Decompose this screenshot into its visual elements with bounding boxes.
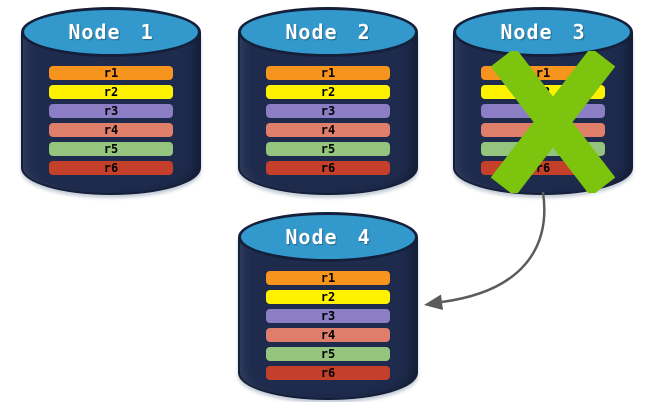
cylinder-top: Node 3 [453, 7, 633, 57]
replica-bar: r3 [266, 104, 390, 118]
replica-bar: r3 [266, 309, 390, 323]
node-label: Node 3 [500, 20, 586, 44]
replica-bar: r5 [266, 142, 390, 156]
replica-bar: r4 [49, 123, 173, 137]
replica-bar: r2 [266, 85, 390, 99]
replica-bar: r6 [266, 161, 390, 175]
node-label: Node 1 [68, 20, 154, 44]
cylinder-top: Node 1 [21, 7, 201, 57]
replica-bar: r1 [266, 271, 390, 285]
replica-bar: r6 [266, 366, 390, 380]
replica-bar: r5 [266, 347, 390, 361]
arrow-shaft [441, 191, 546, 304]
replica-bar: r5 [49, 142, 173, 156]
replica-bar: r6 [49, 161, 173, 175]
node-3-cylinder: Node 3 r1 r2 r3 r4 r5 r6 [453, 7, 633, 195]
replica-bar: r3 [49, 104, 173, 118]
replica-bar: r2 [266, 290, 390, 304]
cylinder-top: Node 4 [238, 212, 418, 262]
node-1-cylinder: Node 1 r1 r2 r3 r4 r5 r6 [21, 7, 201, 195]
node-2-cylinder: Node 2 r1 r2 r3 r4 r5 r6 [238, 7, 418, 195]
replica-rows: r1 r2 r3 r4 r5 r6 [266, 66, 390, 180]
failure-x-icon [491, 51, 615, 193]
replica-bar: r1 [266, 66, 390, 80]
replica-rows: r1 r2 r3 r4 r5 r6 [266, 271, 390, 385]
replica-bar: r4 [266, 123, 390, 137]
cylinder-top: Node 2 [238, 7, 418, 57]
replica-bar: r4 [266, 328, 390, 342]
replica-rows: r1 r2 r3 r4 r5 r6 [49, 66, 173, 180]
node-label: Node 2 [285, 20, 371, 44]
node-label: Node 4 [285, 225, 371, 249]
arrow-head-icon [424, 294, 443, 310]
replica-bar: r1 [49, 66, 173, 80]
node-4-cylinder: Node 4 r1 r2 r3 r4 r5 r6 [238, 212, 418, 400]
replica-bar: r2 [49, 85, 173, 99]
